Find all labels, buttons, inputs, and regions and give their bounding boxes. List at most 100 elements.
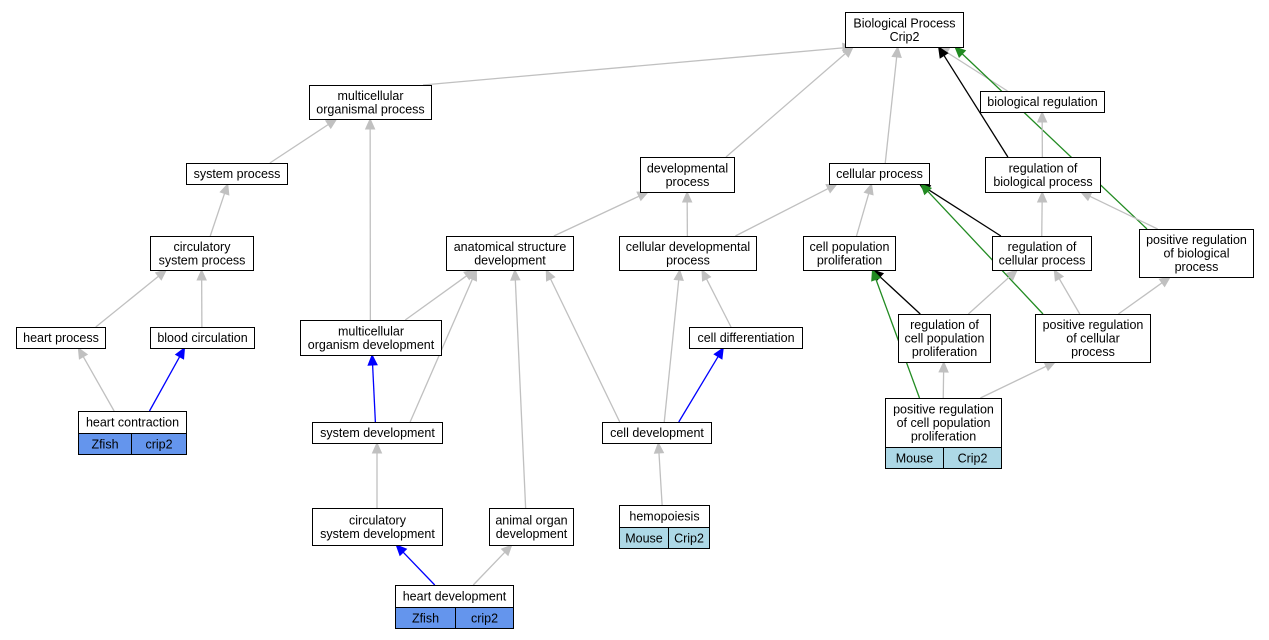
go-term-label: proliferation <box>911 430 976 444</box>
go-term-label: multicellular <box>338 324 404 338</box>
species-tag: Zfish <box>91 438 118 452</box>
go-term-label: heart contraction <box>86 416 179 430</box>
go-term-label: regulation of <box>1008 240 1077 254</box>
go-term-box <box>1035 314 1151 363</box>
edge-posregcell-to-regcell <box>1053 268 1081 315</box>
go-term-label: biological regulation <box>987 95 1098 109</box>
go-term-node-bloodcirc[interactable]: blood circulation <box>150 327 255 349</box>
go-term-label: circulatory <box>349 513 407 527</box>
edge-line <box>472 551 506 586</box>
edge-bloodcirc-to-circsys <box>196 268 207 328</box>
edge-posregcell-to-cellproc <box>920 183 1044 315</box>
go-term-label: proliferation <box>817 253 882 267</box>
edge-line <box>1118 282 1163 315</box>
go-term-label: Biological Process <box>853 16 955 30</box>
arrowhead <box>1036 110 1048 123</box>
edge-anatdev-to-devproc <box>553 191 650 237</box>
species-tag: Mouse <box>896 452 934 466</box>
arrowhead <box>636 191 650 202</box>
go-term-node-sysproc[interactable]: system process <box>186 163 288 185</box>
edge-posregcellpop-to-regcellpop <box>938 360 949 399</box>
edge-cellpop-to-cellproc <box>855 182 874 237</box>
arrowhead <box>1053 268 1065 282</box>
go-term-box <box>619 236 757 271</box>
go-term-node-bioreg[interactable]: biological regulation <box>980 91 1105 113</box>
go-term-node-cellproc[interactable]: cellular process <box>829 163 930 185</box>
edge-line <box>943 55 1009 158</box>
go-term-label: organismal process <box>316 102 424 116</box>
arrowhead <box>713 346 724 360</box>
go-term-label: Crip2 <box>890 30 920 44</box>
go-term-box <box>1139 229 1254 278</box>
go-term-label: cell development <box>610 426 704 440</box>
edge-celldiff-to-celldevproc <box>701 268 732 328</box>
go-term-node-celldev[interactable]: cell development <box>602 422 712 444</box>
arrowhead <box>174 346 186 360</box>
edge-line <box>550 278 621 423</box>
go-term-label: development <box>496 527 568 541</box>
edge-line <box>402 551 436 586</box>
go-term-label: heart process <box>23 331 99 345</box>
go-term-label: cellular process <box>999 253 1086 267</box>
go-term-label: of cellular <box>1066 332 1120 346</box>
edge-heartproc-to-circsys <box>95 269 168 328</box>
gene-tag-cell <box>943 447 1002 469</box>
edge-multidev-to-multicellular <box>364 117 376 321</box>
edge-line <box>1089 195 1158 230</box>
edge-line <box>927 188 1002 237</box>
edge-regcell-to-regbio <box>1036 190 1048 237</box>
go-term-box <box>602 422 712 444</box>
edge-line <box>967 276 1011 315</box>
edge-line <box>879 276 921 315</box>
go-term-label: cell population <box>905 332 985 346</box>
edge-hemo-to-celldev <box>653 441 665 506</box>
go-term-label: blood circulation <box>157 331 247 345</box>
go-term-box <box>829 163 930 185</box>
go-term-box <box>640 157 735 193</box>
go-term-node-sysdev[interactable]: system development <box>312 422 443 444</box>
edge-circsysdev-to-sysdev <box>371 441 383 508</box>
edge-circsys-to-sysproc <box>209 182 230 237</box>
go-term-box <box>309 85 432 120</box>
go-term-label: organism development <box>308 338 435 352</box>
arrowhead <box>219 182 230 196</box>
go-term-box <box>300 320 442 356</box>
arrowhead <box>545 268 556 282</box>
edge-celldev-to-celldevproc <box>663 268 684 423</box>
go-term-node-heartproc[interactable]: heart process <box>16 327 106 349</box>
go-term-node-celldiff[interactable]: cell differentiation <box>689 327 803 349</box>
edge-multidev-to-anatdev <box>404 269 476 321</box>
arrowhead <box>1079 191 1093 202</box>
edge-line <box>148 356 181 412</box>
edge-line <box>269 123 329 164</box>
go-term-label: process <box>666 253 710 267</box>
arrowhead <box>937 45 949 59</box>
go-term-label: heart development <box>403 590 507 604</box>
arrowhead <box>154 269 168 281</box>
arrowhead <box>1043 361 1057 372</box>
arrowhead <box>871 268 882 282</box>
edge-line <box>946 51 1008 92</box>
edge-line <box>82 356 115 412</box>
edge-regcellpop-to-regcell <box>967 269 1019 315</box>
